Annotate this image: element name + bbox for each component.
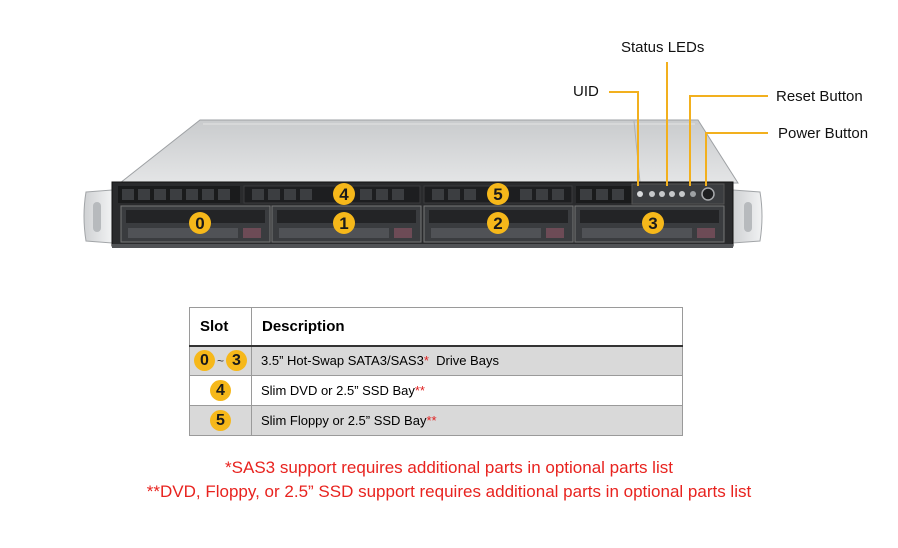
bay-badge-3: 3 — [642, 212, 664, 234]
slot-description-table: Slot Description 0 ~ 3 3.5” Hot-Swap SAT… — [189, 307, 683, 436]
table-row: 5 Slim Floppy or 2.5” SSD Bay** — [189, 405, 683, 436]
table-row: 0 ~ 3 3.5” Hot-Swap SATA3/SAS3* Drive Ba… — [189, 345, 683, 376]
footnote-sas3: *SAS3 support requires additional parts … — [225, 458, 673, 477]
slot-column-header: Slot — [189, 307, 252, 347]
power-button — [701, 187, 715, 201]
description-cell: Slim Floppy or 2.5” SSD Bay** — [251, 405, 683, 436]
description-cell: Slim DVD or 2.5” SSD Bay** — [251, 375, 683, 406]
uid-led — [637, 191, 643, 197]
slot-cell: 0 ~ 3 — [189, 345, 252, 376]
slot-cell: 4 — [189, 375, 252, 406]
slot-range-separator: ~ — [216, 353, 224, 368]
bay-badge-0: 0 — [189, 212, 211, 234]
table-header-row: Slot Description — [189, 307, 683, 347]
status-led — [659, 191, 665, 197]
bay-badge-4: 4 — [333, 183, 355, 205]
slot-cell: 5 — [189, 405, 252, 436]
reset-button — [690, 191, 696, 197]
power-button-label: Power Button — [778, 125, 869, 142]
bay-badge-1: 1 — [333, 212, 355, 234]
description-text: Slim DVD or 2.5” SSD Bay — [261, 383, 415, 398]
description-text: 3.5” Hot-Swap SATA3/SAS3 — [261, 353, 424, 369]
power-callout-line — [705, 132, 768, 186]
status-led — [649, 191, 655, 197]
slot-badge: 5 — [210, 410, 231, 431]
description-column-header: Description — [251, 307, 683, 347]
bay-badge-5: 5 — [487, 183, 509, 205]
description-cell: 3.5” Hot-Swap SATA3/SAS3* Drive Bays — [251, 345, 683, 376]
reset-callout-line — [689, 95, 768, 186]
footnote-mark: ** — [414, 383, 425, 398]
uid-label: UID — [573, 83, 599, 100]
footnote-dvd-floppy-ssd: **DVD, Floppy, or 2.5” SSD support requi… — [146, 482, 752, 501]
control-panel — [631, 183, 725, 205]
status-led — [669, 191, 675, 197]
description-text-suffix: Drive Bays — [428, 353, 499, 369]
uid-callout-line — [609, 91, 639, 186]
table-row: 4 Slim DVD or 2.5” SSD Bay** — [189, 375, 683, 406]
reset-button-label: Reset Button — [776, 88, 863, 105]
status-led — [679, 191, 685, 197]
slot-badge: 3 — [226, 350, 247, 372]
bay-badge-2: 2 — [487, 212, 509, 234]
server-front-panel-illustration — [83, 62, 768, 248]
chassis-top-cover — [118, 119, 739, 184]
front-vent-strip — [118, 185, 632, 204]
footnote-mark: * — [423, 353, 429, 369]
status-leds-label: Status LEDs — [621, 39, 705, 56]
footnote-mark: ** — [426, 413, 437, 428]
callout-lines — [609, 62, 768, 186]
slot-badge: 4 — [210, 380, 231, 401]
slot-badge: 0 — [193, 350, 215, 372]
description-text: Slim Floppy or 2.5” SSD Bay — [261, 413, 427, 428]
